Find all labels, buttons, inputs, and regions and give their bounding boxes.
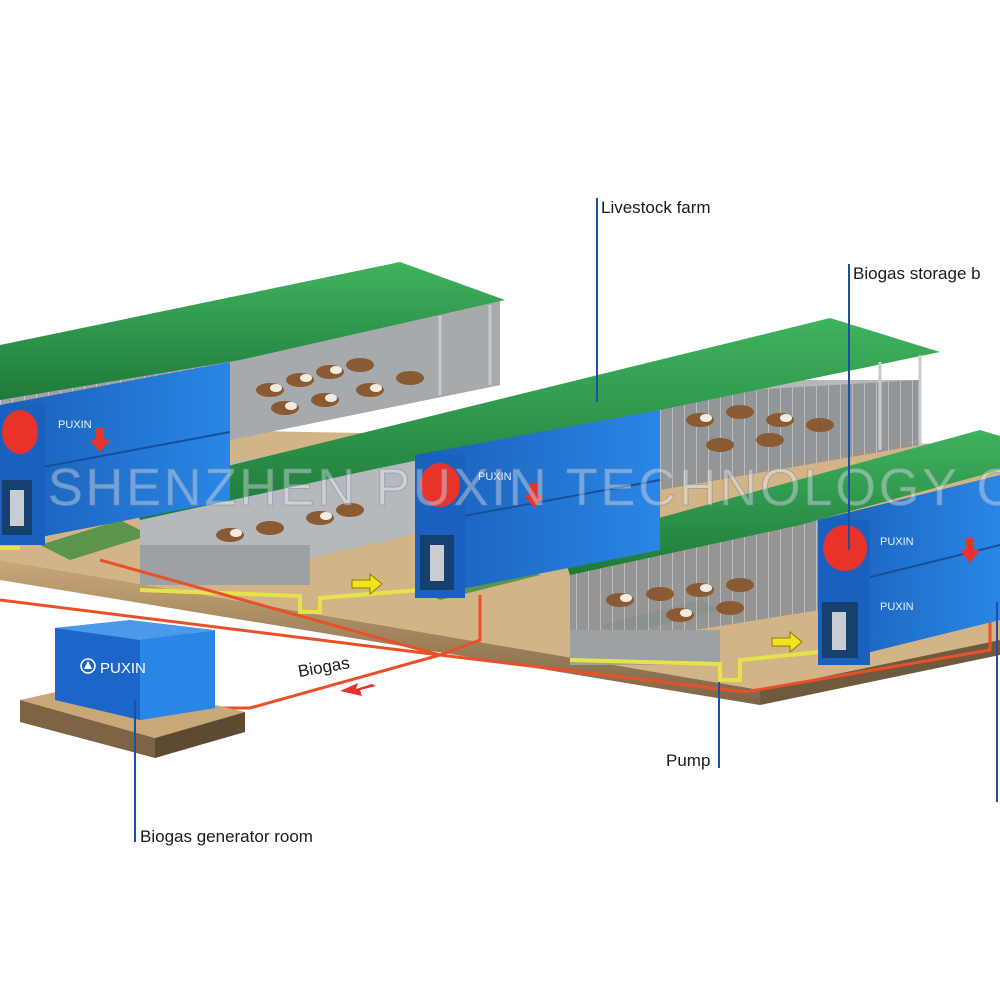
digester-container-1	[0, 362, 231, 545]
slurry-flow-arrow	[771, 630, 803, 654]
leader-line-right	[996, 602, 998, 802]
livestock-barn-1	[0, 262, 505, 440]
label-generator-room: Biogas generator room	[140, 827, 313, 846]
label-biogas-storage: Biogas storage b	[853, 264, 981, 283]
generator-room-logo: PUXIN	[100, 660, 146, 677]
container-logo: PUXIN	[880, 536, 914, 548]
slurry-flow-arrow	[351, 572, 383, 596]
generator-room	[20, 620, 245, 758]
digester-container-3	[817, 475, 1000, 665]
leader-line-livestock-farm	[596, 198, 598, 402]
leader-line-pump	[718, 682, 720, 768]
leader-line-generator-room	[134, 700, 136, 842]
biogas-flow-arrow	[340, 683, 376, 696]
digester-container-2	[414, 410, 661, 598]
puxin-logo-icon	[80, 658, 96, 674]
label-livestock-farm: Livestock farm	[601, 198, 711, 217]
container-logo: PUXIN	[58, 419, 92, 431]
container-logo: PUXIN	[478, 471, 512, 483]
label-pump: Pump	[666, 751, 711, 770]
container-logo: PUXIN	[880, 601, 914, 613]
biogas-storage-bag	[823, 525, 867, 571]
leader-line-biogas-storage	[848, 264, 850, 550]
